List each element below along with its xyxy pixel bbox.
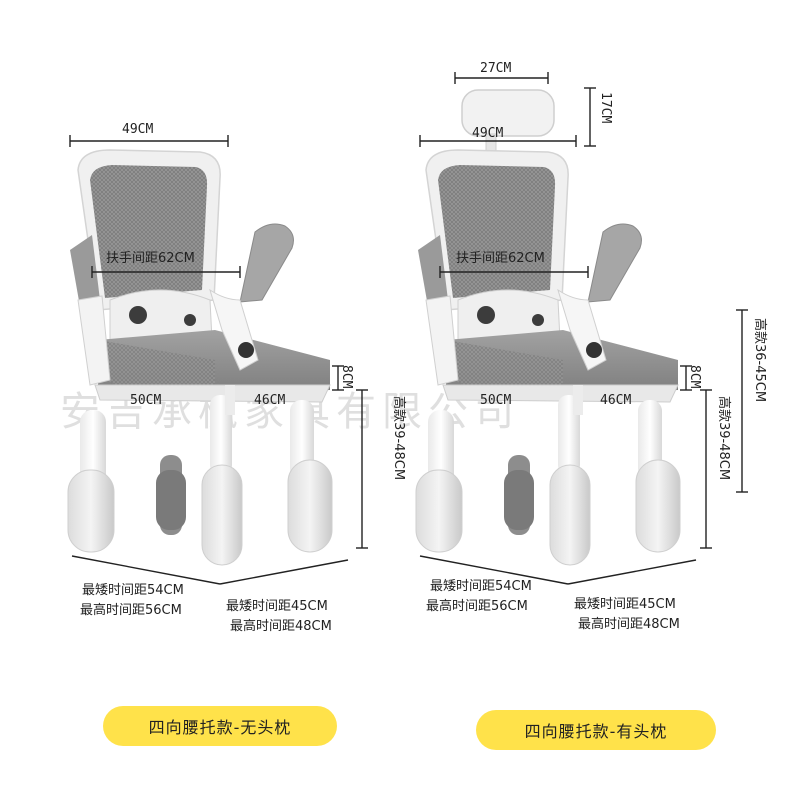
right-headrest-height: 17CM (598, 92, 613, 123)
right-front-spacing-low: 最矮时间距54CM (430, 579, 532, 594)
right-seat-width: 50CM (480, 393, 511, 408)
left-chair-illustration (67, 149, 333, 566)
left-chair-dimensions: 49CM 扶手间距62CM 50CM 46CM 8CM 高款39-48CM 最矮… (69, 122, 407, 634)
left-seat-width: 50CM (130, 393, 161, 408)
left-front-spacing-low: 最矮时间距54CM (82, 583, 184, 598)
right-model-label: 四向腰托款-有头枕 (476, 710, 716, 750)
right-back-width: 49CM (472, 126, 503, 141)
right-back-height: 高款36-45CM (752, 318, 768, 402)
right-headrest-width: 27CM (480, 61, 511, 76)
right-chair-dimensions: 27CM 17CM 49CM 扶手间距62CM 50CM 46CM 8CM 高款… (419, 61, 768, 632)
left-armrest-span: 扶手间距62CM (106, 251, 195, 266)
right-armrest-span: 扶手间距62CM (456, 251, 545, 266)
right-chair-illustration (415, 89, 681, 566)
left-cushion-thickness: 8CM (339, 365, 354, 389)
right-side-spacing-low: 最矮时间距45CM (574, 597, 676, 612)
right-cushion-thickness: 8CM (687, 365, 702, 389)
left-model-label: 四向腰托款-无头枕 (103, 706, 337, 746)
left-front-spacing-high: 最高时间距56CM (80, 602, 182, 618)
right-seat-height: 高款39-48CM (716, 396, 732, 480)
left-side-spacing-low: 最矮时间距45CM (226, 599, 328, 614)
left-side-spacing-high: 最高时间距48CM (230, 618, 332, 634)
right-side-spacing-high: 最高时间距48CM (578, 616, 680, 632)
left-back-width: 49CM (122, 122, 153, 137)
right-seat-depth: 46CM (600, 393, 631, 408)
left-seat-height: 高款39-48CM (391, 396, 407, 480)
right-front-spacing-high: 最高时间距56CM (426, 598, 528, 614)
left-seat-depth: 46CM (254, 393, 285, 408)
